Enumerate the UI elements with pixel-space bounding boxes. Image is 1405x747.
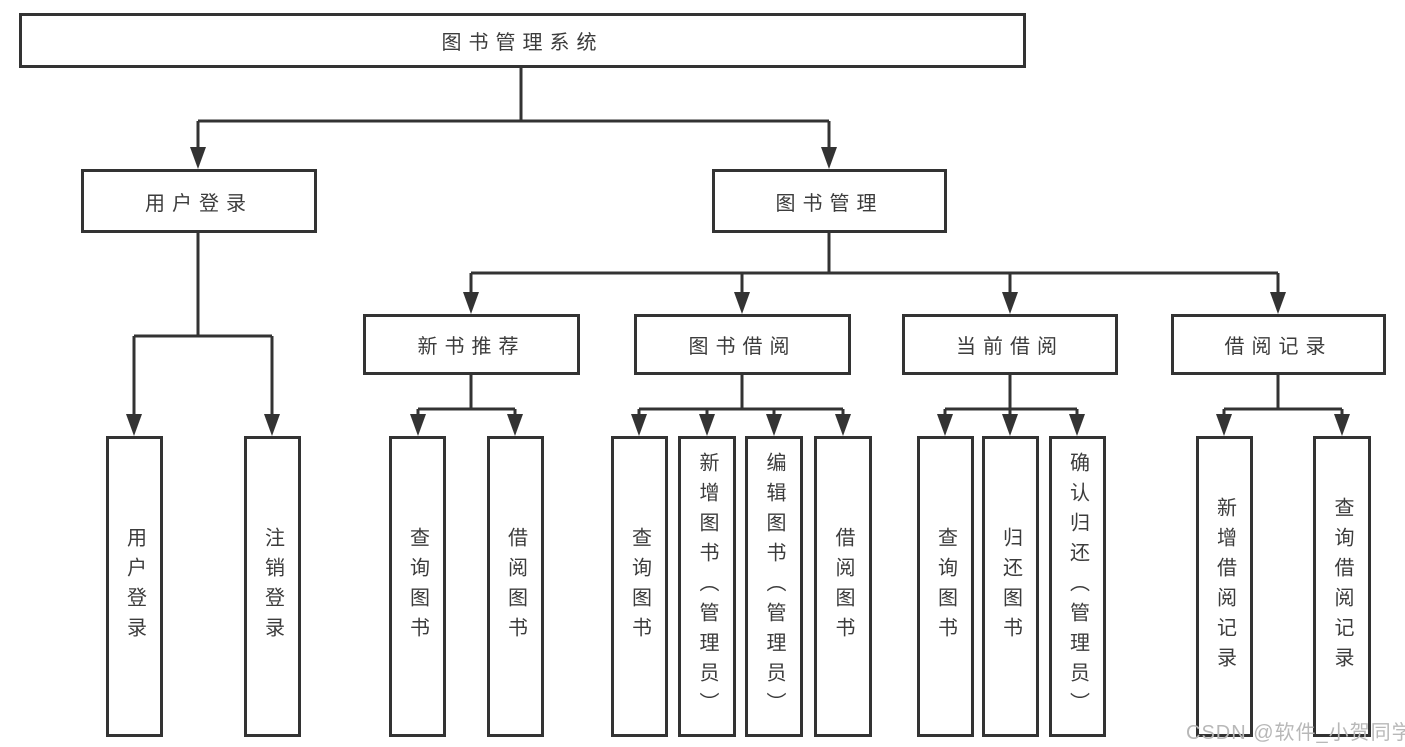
- leaf-query-borrow-record: 查询借阅记录: [1313, 436, 1371, 737]
- leaf-label: 编辑图书（管理员）: [763, 451, 785, 722]
- node-label: 图书管理: [775, 192, 884, 215]
- node-label: 新书推荐: [417, 336, 526, 358]
- arrowhead: [631, 414, 647, 436]
- connector-book-borrow-children: [631, 375, 851, 436]
- leaf-query-book-2: 查询图书: [611, 436, 668, 737]
- node-borrow-record: 借阅记录: [1171, 314, 1386, 375]
- arrowhead: [1334, 414, 1350, 436]
- arrowhead: [1002, 414, 1018, 436]
- arrowhead: [126, 414, 142, 436]
- connector-borrow-record-children: [1216, 375, 1350, 436]
- csdn-watermark: CSDN @软件_小贺同学: [1186, 722, 1405, 744]
- leaf-label: 借阅图书: [504, 526, 527, 647]
- arrowhead: [190, 147, 206, 169]
- connector-root-to-level1: [190, 68, 837, 169]
- arrowhead: [410, 414, 426, 436]
- node-current-borrow: 当前借阅: [902, 314, 1118, 375]
- leaf-edit-book-admin: 编辑图书（管理员）: [745, 436, 803, 737]
- leaf-label: 新增借阅记录: [1213, 496, 1236, 677]
- node-label: 借阅记录: [1224, 336, 1333, 358]
- leaf-label: 用户登录: [123, 526, 146, 647]
- node-label: 用户登录: [145, 192, 253, 215]
- node-user-login: 用户登录: [81, 169, 317, 233]
- arrowhead: [937, 414, 953, 436]
- arrowhead: [1216, 414, 1232, 436]
- connector-book-management-children: [463, 233, 1286, 314]
- arrowhead: [264, 414, 280, 436]
- connector-user-login-children: [126, 233, 280, 436]
- arrowhead: [463, 292, 479, 314]
- arrowhead: [766, 414, 782, 436]
- node-new-book-recommend: 新书推荐: [363, 314, 580, 375]
- connector-new-book-children: [410, 375, 523, 436]
- leaf-label: 新增图书（管理员）: [696, 451, 718, 722]
- node-book-borrow: 图书借阅: [634, 314, 851, 375]
- leaf-label: 归还图书: [999, 526, 1022, 647]
- leaf-confirm-return-admin: 确认归还（管理员）: [1049, 436, 1106, 737]
- arrowhead: [835, 414, 851, 436]
- leaf-query-book-3: 查询图书: [917, 436, 974, 737]
- leaf-label: 注销登录: [261, 526, 284, 647]
- leaf-add-borrow-record: 新增借阅记录: [1196, 436, 1253, 737]
- node-book-management: 图书管理: [712, 169, 947, 233]
- leaf-label: 确认归还（管理员）: [1066, 451, 1089, 722]
- connector-current-borrow-children: [937, 375, 1085, 436]
- leaf-query-book-1: 查询图书: [389, 436, 446, 737]
- arrowhead: [699, 414, 715, 436]
- leaf-add-book-admin: 新增图书（管理员）: [678, 436, 736, 737]
- leaf-borrow-book-2: 借阅图书: [814, 436, 872, 737]
- leaf-label: 查询图书: [628, 526, 651, 647]
- arrowhead: [1270, 292, 1286, 314]
- leaf-borrow-book-1: 借阅图书: [487, 436, 544, 737]
- node-label: 当前借阅: [956, 336, 1064, 358]
- leaf-logout: 注销登录: [244, 436, 301, 737]
- leaf-return-book: 归还图书: [982, 436, 1039, 737]
- node-label: 图书管理系统: [441, 32, 604, 54]
- leaf-label: 查询借阅记录: [1331, 496, 1353, 677]
- arrowhead: [734, 292, 750, 314]
- leaf-label: 查询图书: [934, 526, 957, 647]
- arrowhead: [1069, 414, 1085, 436]
- node-label: 图书借阅: [688, 336, 797, 358]
- arrowhead: [1002, 292, 1018, 314]
- node-library-management-system: 图书管理系统: [19, 13, 1026, 68]
- leaf-label: 借阅图书: [832, 526, 854, 647]
- leaf-user-login: 用户登录: [106, 436, 163, 737]
- leaf-label: 查询图书: [406, 526, 429, 647]
- arrowhead: [507, 414, 523, 436]
- arrowhead: [821, 147, 837, 169]
